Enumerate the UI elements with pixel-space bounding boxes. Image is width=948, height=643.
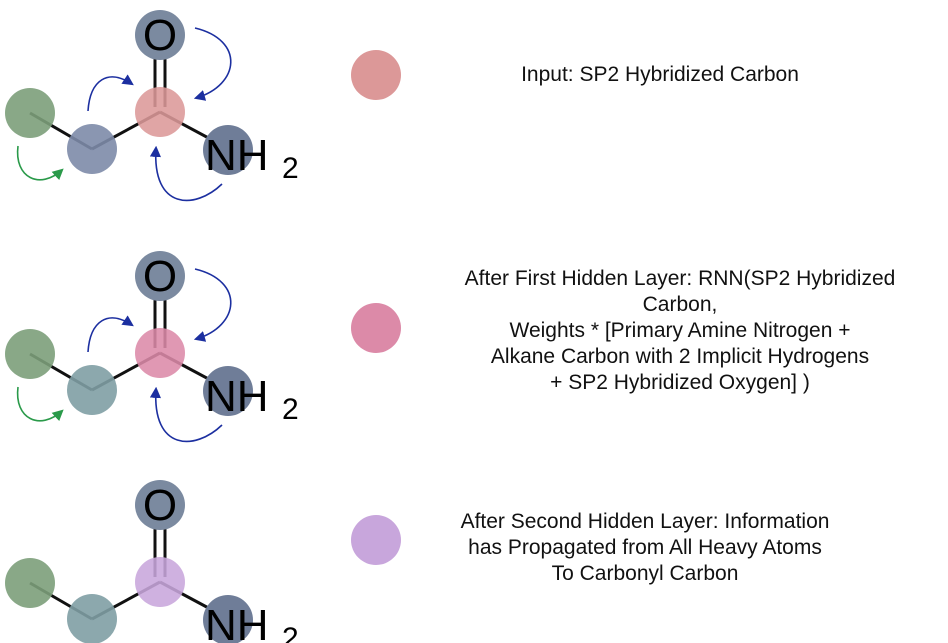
arrow-ch2-to-carbon [87, 74, 134, 112]
arrow-oxygen-to-carbon [193, 27, 232, 101]
nitrogen-label: NH [205, 601, 269, 643]
molecule-panel-3: O NH 2 [5, 480, 299, 643]
molecule-panel-1: O NH 2 [5, 10, 299, 202]
methyl-carbon-atom [5, 88, 55, 138]
description-line: has Propagated from All Heavy Atoms [468, 536, 822, 559]
nitrogen-atom [203, 595, 253, 643]
description-line: After First Hidden Layer: RNN(SP2 Hybrid… [464, 267, 896, 290]
nitrogen-subscript: 2 [282, 152, 299, 185]
legend-swatch-3 [351, 515, 401, 565]
oxygen-label: O [143, 481, 177, 530]
message-arrows [16, 27, 232, 202]
legend-swatch-2 [351, 303, 401, 353]
panel-description-1: Input: SP2 Hybridized Carbon [470, 62, 850, 88]
bonds [29, 57, 217, 151]
nitrogen-subscript: 2 [282, 622, 299, 643]
legend-swatch-1 [351, 50, 401, 100]
description-line: Input: SP2 Hybridized Carbon [521, 63, 799, 86]
nitrogen-label: NH [205, 131, 269, 180]
oxygen-label: O [143, 252, 177, 301]
oxygen-label: O [143, 11, 177, 60]
arrow-nitrogen-to-carbon [149, 145, 223, 202]
carbonyl-carbon-atom [135, 328, 185, 378]
bonds [29, 527, 217, 621]
nitrogen-label: NH [205, 372, 269, 421]
methylene-carbon-atom [67, 365, 117, 415]
oxygen-atom [135, 10, 185, 60]
carbonyl-carbon-atom [135, 557, 185, 607]
panel-description-3: After Second Hidden Layer: Information ha… [420, 509, 870, 587]
methylene-carbon-atom [67, 594, 117, 643]
molecule-panel-2: O NH 2 [5, 251, 299, 443]
description-line: To Carbonyl Carbon [551, 562, 739, 585]
bonds [29, 298, 217, 392]
arrow-methyl-to-ch2 [16, 386, 64, 422]
description-line: + SP2 Hybridized Oxygen] ) [550, 371, 810, 394]
methylene-carbon-atom [67, 124, 117, 174]
arrow-ch2-to-carbon [87, 315, 134, 353]
description-line: Weights * [Primary Amine Nitrogen + [509, 319, 851, 342]
arrow-nitrogen-to-carbon [149, 386, 223, 443]
oxygen-atom [135, 480, 185, 530]
description-line: Alkane Carbon with 2 Implicit Hydrogens [490, 345, 870, 368]
carbonyl-carbon-atom [135, 87, 185, 137]
oxygen-atom [135, 251, 185, 301]
nitrogen-atom [203, 366, 253, 416]
message-arrows [16, 268, 232, 443]
arrow-methyl-to-ch2 [16, 145, 64, 181]
panel-description-2: After First Hidden Layer: RNN(SP2 Hybrid… [430, 266, 930, 396]
description-line: After Second Hidden Layer: Information [460, 510, 830, 533]
methyl-carbon-atom [5, 329, 55, 379]
arrow-oxygen-to-carbon [193, 268, 232, 342]
nitrogen-subscript: 2 [282, 393, 299, 426]
methyl-carbon-atom [5, 558, 55, 608]
nitrogen-atom [203, 125, 253, 175]
description-line: Carbon, [642, 293, 718, 316]
